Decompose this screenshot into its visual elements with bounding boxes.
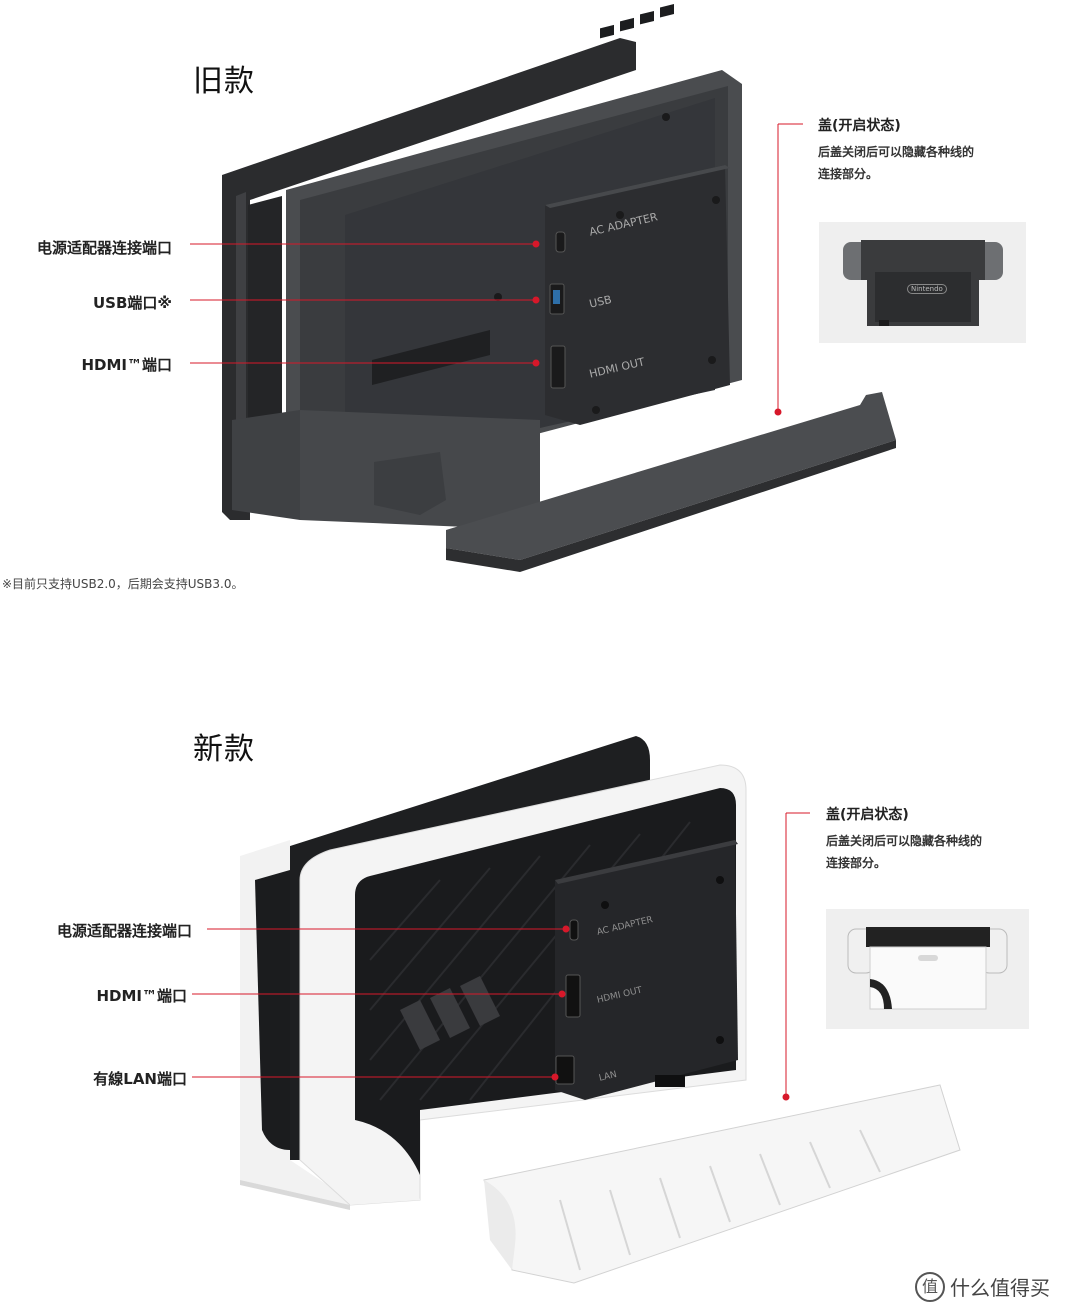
new-title: 新款 <box>193 732 255 767</box>
new-cover-callout-desc-line: 后盖关闭后可以隐藏各种线的 <box>826 834 983 848</box>
old-closed-cover-thumbnail: Nintendo <box>819 222 1026 343</box>
new-cover-callout-desc: 后盖关闭后可以隐藏各种线的 连接部分。 <box>826 830 982 874</box>
new-port-text-hdmi: HDMI OUT <box>596 985 644 1006</box>
old-footnote: ※目前只支持USB2.0，后期会支持USB3.0。 <box>2 577 244 591</box>
old-port-text-usb: USB <box>588 292 613 311</box>
old-label-hdmi-port: HDMI™端口 <box>81 356 172 374</box>
new-cover-callout-desc-line: 连接部分。 <box>826 856 887 870</box>
old-thumbnail-nintendo-logo: Nintendo <box>907 284 947 294</box>
new-thumbnail-image <box>847 927 1008 1010</box>
old-cover-callout-title: 盖(开启状态) <box>818 118 901 134</box>
new-port-text-ac: AC ADAPTER <box>596 915 654 938</box>
smzdm-logo-icon: 值 <box>915 1272 945 1302</box>
old-title: 旧款 <box>193 64 255 99</box>
new-cover-callout-title: 盖(开启状态) <box>826 807 909 823</box>
old-label-ac-adapter-port: 电源适配器连接端口 <box>36 239 172 257</box>
new-label-lan-port: 有線LAN端口 <box>93 1070 187 1088</box>
old-port-text-hdmi: HDMI OUT <box>588 355 646 381</box>
old-thumbnail-image <box>843 240 1003 326</box>
new-label-hdmi-port: HDMI™端口 <box>96 987 187 1005</box>
watermark-text: 什么值得买 <box>950 1276 1050 1300</box>
new-label-ac-adapter-port: 电源适配器连接端口 <box>56 922 192 940</box>
new-port-text-lan: LAN <box>598 1069 618 1084</box>
new-closed-cover-thumbnail <box>826 909 1029 1029</box>
old-port-text-ac: AC ADAPTER <box>588 210 659 239</box>
old-label-usb-port: USB端口※ <box>93 294 172 312</box>
old-cover-callout-desc-line: 后盖关闭后可以隐藏各种线的 <box>818 145 975 159</box>
old-cover-callout-desc-line: 连接部分。 <box>818 167 879 181</box>
old-cover-callout-desc: 后盖关闭后可以隐藏各种线的 连接部分。 <box>818 141 974 185</box>
